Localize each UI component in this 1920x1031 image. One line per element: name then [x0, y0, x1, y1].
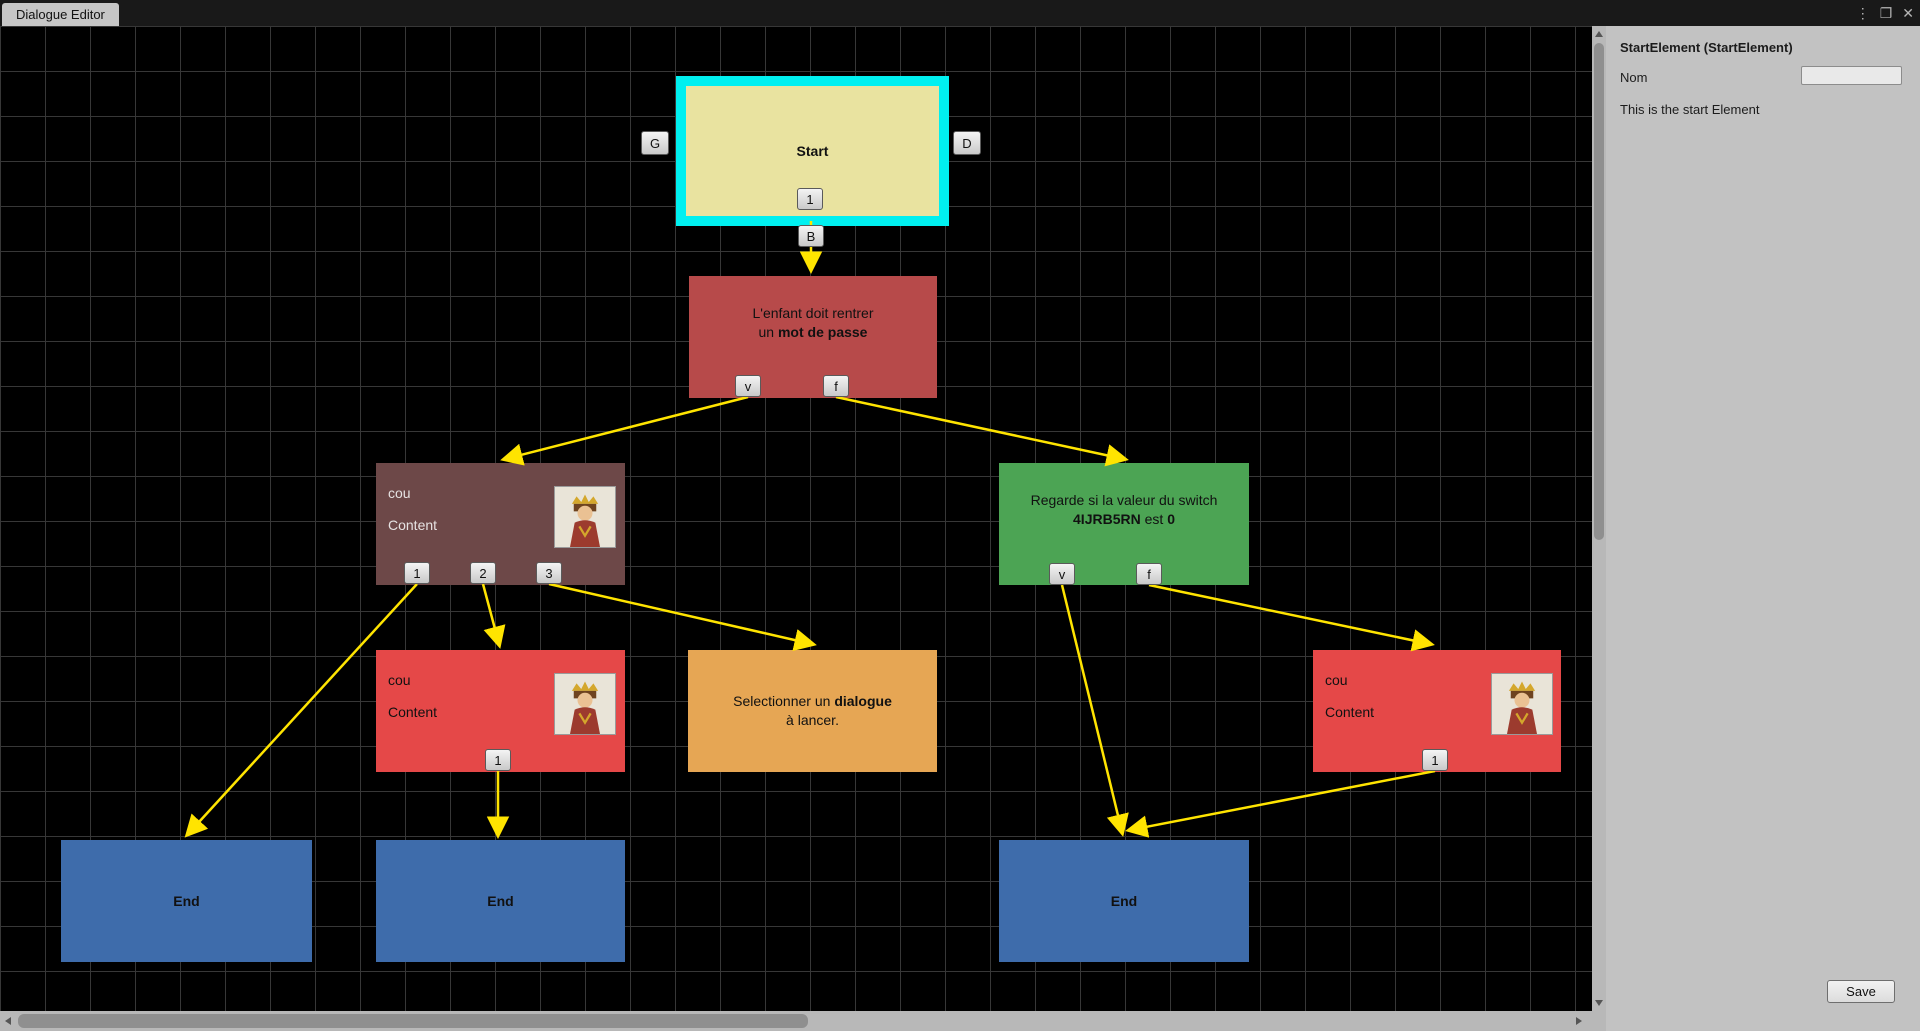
edge-switch-v-end-right [1060, 584, 1129, 837]
inspector-description: This is the start Element [1620, 102, 1760, 117]
node-end-title: End [487, 892, 514, 909]
start-right-port-button[interactable]: D [953, 131, 981, 155]
dialogue-mid-output-1-button[interactable]: 1 [485, 749, 511, 771]
horizontal-scrollbar-thumb[interactable] [18, 1014, 808, 1028]
content-label: Content [388, 704, 438, 720]
node-password-line2: un [758, 324, 778, 340]
dialogue-left-output-1-button[interactable]: 1 [404, 562, 430, 584]
dialogue-left-output-2-button[interactable]: 2 [470, 562, 496, 584]
character-portrait [1491, 673, 1553, 735]
switch-true-button[interactable]: v [1049, 563, 1075, 585]
node-select-line1: Selectionner un [733, 693, 835, 709]
node-password-line2-bold: mot de passe [777, 324, 868, 340]
node-start-title: Start [796, 142, 829, 159]
close-icon[interactable]: ✕ [1902, 4, 1914, 21]
inspector-panel: StartElement (StartElement) Nom This is … [1606, 26, 1920, 1031]
content-label: Content [388, 517, 438, 533]
menu-icon[interactable]: ⋮ [1855, 4, 1870, 21]
inspector-title: StartElement (StartElement) [1620, 40, 1793, 55]
dialogue-left-output-3-button[interactable]: 3 [536, 562, 562, 584]
start-b-button[interactable]: B [798, 225, 824, 247]
node-select-line2: à lancer. [786, 712, 839, 728]
edge-switch-f-dialogue-right [1148, 583, 1435, 652]
edge-dialogue-right-1-end-right [1125, 769, 1436, 838]
vertical-scrollbar-thumb[interactable] [1594, 43, 1604, 540]
scroll-right-arrow-icon[interactable] [1576, 1017, 1582, 1025]
node-buttons-layer: G D 1 B v f 1 2 3 v f 1 1 [0, 26, 1592, 1011]
node-dialogue-select[interactable]: Selectionner un dialogue à lancer. [688, 650, 937, 772]
node-switch-line1: Regarde si la valeur du switch [1030, 492, 1218, 508]
node-switch-id: 4IJRB5RN [1073, 511, 1141, 527]
node-switch-mid: est [1140, 511, 1168, 527]
node-end-mid[interactable]: End [376, 840, 625, 962]
character-portrait-image [555, 487, 615, 547]
node-switch-value: 0 [1167, 511, 1175, 527]
node-end-right[interactable]: End [999, 840, 1249, 962]
edge-dialogue-left-2-dialogue-mid [481, 583, 506, 649]
password-true-button[interactable]: v [735, 375, 761, 397]
node-end-title: End [173, 892, 200, 909]
name-input[interactable] [1801, 66, 1902, 85]
tab-title: Dialogue Editor [16, 7, 105, 22]
node-switch-check[interactable]: Regarde si la valeur du switch 4IJRB5RN … [999, 463, 1249, 585]
character-portrait-image [1492, 674, 1552, 734]
switch-false-button[interactable]: f [1136, 563, 1162, 585]
scroll-left-arrow-icon[interactable] [5, 1017, 11, 1025]
character-portrait [554, 673, 616, 735]
character-portrait-image [555, 674, 615, 734]
start-left-port-button[interactable]: G [641, 131, 669, 155]
title-bar: Dialogue Editor ⋮ ❐ ✕ [0, 0, 1920, 26]
name-field-label: Nom [1620, 70, 1648, 85]
graph-canvas[interactable]: Start L'enfant doit rentrer un mot de pa… [0, 26, 1592, 1011]
content-label: Content [1325, 704, 1375, 720]
scroll-down-arrow-icon[interactable] [1595, 1000, 1603, 1006]
node-end-title: End [1110, 892, 1138, 909]
window-controls: ⋮ ❐ ✕ [1856, 0, 1914, 26]
horizontal-scrollbar[interactable] [0, 1011, 1606, 1031]
speaker-label: cou [388, 672, 411, 688]
vertical-scrollbar[interactable] [1592, 26, 1606, 1011]
speaker-label: cou [388, 485, 411, 501]
scroll-up-arrow-icon[interactable] [1595, 31, 1603, 37]
node-password-line1: L'enfant doit rentrer [752, 305, 874, 321]
start-output-1-button[interactable]: 1 [797, 188, 823, 210]
edge-password-f-switch [835, 395, 1129, 467]
save-button[interactable]: Save [1827, 980, 1895, 1003]
node-select-line1-bold: dialogue [834, 693, 892, 709]
edge-password-v-dialogue-left [500, 395, 749, 466]
node-password[interactable]: L'enfant doit rentrer un mot de passe [689, 276, 937, 398]
dialogue-right-output-1-button[interactable]: 1 [1422, 749, 1448, 771]
character-portrait [554, 486, 616, 548]
maximize-icon[interactable]: ❐ [1879, 4, 1893, 21]
edge-dialogue-left-3-select [548, 582, 817, 652]
password-false-button[interactable]: f [823, 375, 849, 397]
speaker-label: cou [1325, 672, 1348, 688]
node-end-left[interactable]: End [61, 840, 312, 962]
tab-dialogue-editor[interactable]: Dialogue Editor [2, 3, 119, 26]
